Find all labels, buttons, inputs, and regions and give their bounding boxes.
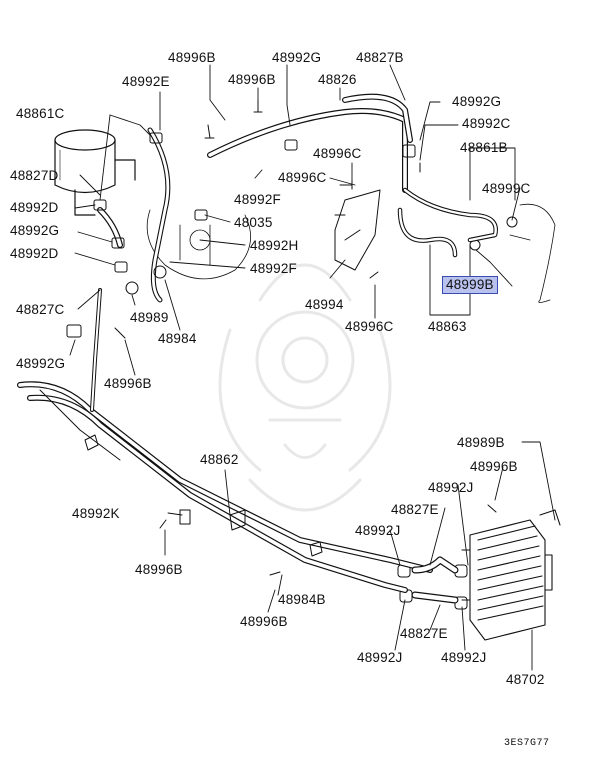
hose-48826 — [207, 108, 408, 193]
label-48992J[interactable]: 48992J — [357, 650, 403, 665]
hose-48827B — [342, 93, 413, 143]
label-48826[interactable]: 48826 — [318, 72, 357, 87]
label-48992D[interactable]: 48992D — [10, 200, 59, 215]
leader-lines — [69, 64, 556, 671]
label-48992G[interactable]: 48992G — [10, 223, 60, 238]
label-48862[interactable]: 48862 — [200, 452, 239, 467]
label-48996B[interactable]: 48996B — [168, 50, 216, 65]
reservoir-tank — [54, 129, 136, 216]
label-48989[interactable]: 48989 — [130, 310, 169, 325]
label-48827C[interactable]: 48827C — [16, 302, 65, 317]
label-48827E[interactable]: 48827E — [400, 626, 448, 641]
label-48996B[interactable]: 48996B — [135, 562, 183, 577]
hose-48827D — [97, 207, 123, 248]
label-48992F[interactable]: 48992F — [234, 192, 281, 207]
lines-48862 — [17, 288, 433, 593]
label-48827D[interactable]: 48827D — [10, 168, 59, 183]
label-48996B[interactable]: 48996B — [104, 376, 152, 391]
oil-cooler-48702 — [461, 509, 561, 641]
label-48996C[interactable]: 48996C — [345, 319, 394, 334]
label-48996B[interactable]: 48996B — [470, 459, 518, 474]
pump-body — [146, 209, 251, 280]
label-48861B[interactable]: 48861B — [460, 140, 508, 155]
label-48992D[interactable]: 48992D — [10, 246, 59, 261]
label-48992G[interactable]: 48992G — [272, 50, 322, 65]
label-48992J[interactable]: 48992J — [428, 480, 474, 495]
label-48999B-highlighted[interactable]: 48999B — [442, 276, 498, 294]
watermark-emblem — [218, 263, 392, 512]
label-48989B[interactable]: 48989B — [457, 435, 505, 450]
label-48992F[interactable]: 48992F — [250, 261, 297, 276]
label-48992E[interactable]: 48992E — [122, 74, 170, 89]
label-48035[interactable]: 48035 — [234, 215, 273, 230]
label-48984[interactable]: 48984 — [158, 331, 197, 346]
label-48992G[interactable]: 48992G — [16, 356, 66, 371]
label-48996C[interactable]: 48996C — [278, 170, 327, 185]
label-48992G[interactable]: 48992G — [452, 94, 502, 109]
label-48827B[interactable]: 48827B — [356, 50, 404, 65]
label-48992K[interactable]: 48992K — [72, 506, 120, 521]
lines-48861B-48863 — [397, 187, 498, 258]
label-48992C[interactable]: 48992C — [462, 116, 511, 131]
label-48999C[interactable]: 48999C — [482, 181, 531, 196]
label-48992J[interactable]: 48992J — [355, 523, 401, 538]
label-48992J[interactable]: 48992J — [441, 650, 487, 665]
line-48861C — [147, 127, 171, 303]
label-48996C[interactable]: 48996C — [313, 146, 362, 161]
label-48861C[interactable]: 48861C — [16, 106, 65, 121]
hoses-48827E — [411, 556, 459, 604]
label-48992H[interactable]: 48992H — [250, 238, 299, 253]
label-48702[interactable]: 48702 — [506, 672, 545, 687]
bracket-48994 — [334, 189, 381, 271]
label-48996B[interactable]: 48996B — [240, 614, 288, 629]
engine-block-right — [509, 203, 556, 303]
label-48996B[interactable]: 48996B — [228, 72, 276, 87]
label-48827E[interactable]: 48827E — [391, 502, 439, 517]
diagram-code: 3ES7G77 — [504, 738, 550, 749]
label-48863[interactable]: 48863 — [428, 319, 467, 334]
label-48984B[interactable]: 48984B — [278, 592, 326, 607]
label-48994[interactable]: 48994 — [305, 297, 344, 312]
